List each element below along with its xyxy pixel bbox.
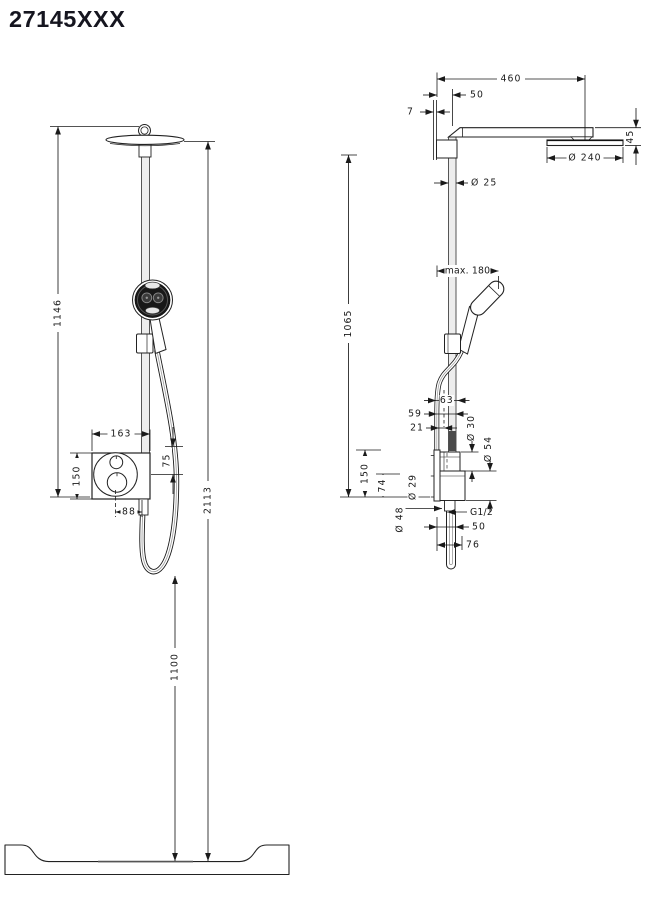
dim-7-label: 7 [407, 107, 414, 118]
overhead-shower-front [105, 124, 185, 158]
hose-outlet-front [138, 498, 149, 516]
shower-tray [4, 844, 290, 876]
thermostat-side [430, 449, 466, 570]
hose-outlet-side [444, 500, 456, 512]
page-title: 27145XXX [9, 6, 126, 32]
dim-1065-label: 1065 [343, 310, 354, 338]
hand-shower-front [132, 279, 173, 355]
dim-48-label: Ø 48 [395, 506, 406, 532]
hand-shower-side [444, 280, 505, 355]
dim-150-front-label: 150 [72, 466, 83, 487]
dim-59-label: 59 [408, 409, 422, 420]
dim-30-label: Ø 30 [466, 415, 477, 441]
dim-150-side-label: 150 [360, 463, 371, 484]
dim-45-label: 45 [625, 130, 636, 144]
dim-163-label: 163 [111, 429, 132, 440]
dim-75-label: 75 [162, 454, 173, 468]
outlet-hose-side [446, 511, 456, 570]
hand-shower-holder-side [444, 333, 461, 354]
dim-50-outlet-label: 50 [472, 522, 486, 533]
dim-29-label: Ø 29 [408, 474, 419, 500]
hand-shower-hose-side [434, 349, 464, 453]
dim-76-label: 76 [466, 540, 480, 551]
dim-240-label: Ø 240 [568, 153, 601, 164]
dim-74-label: 74 [377, 479, 388, 493]
hand-shower-holder-front [136, 333, 154, 354]
dimension-labels: 1146 2113 1100 163 150 75 88 460 50 7 Ø … [52, 73, 636, 686]
shower-arm-side [436, 127, 594, 159]
dim-g12-label: G1/2 [470, 507, 493, 518]
hand-shower-hose-front [139, 348, 180, 575]
dim-2113-label: 2113 [203, 486, 214, 514]
dim-54-label: Ø 54 [483, 436, 494, 462]
thermostat-front [91, 452, 151, 516]
dim-21-label: 21 [410, 423, 424, 434]
dim-460-label: 460 [501, 74, 522, 85]
dim-25-label: Ø 25 [471, 178, 497, 189]
dim-63-label: 63 [440, 395, 454, 406]
dim-max180-label: max. 180 [445, 266, 491, 277]
front-view [4, 124, 290, 876]
dim-1146-label: 1146 [53, 299, 64, 327]
dim-1100-label: 1100 [170, 653, 181, 681]
dim-50-arm-label: 50 [470, 90, 484, 101]
shower-disc [105, 134, 185, 145]
dim-88-label: 88 [122, 507, 136, 518]
